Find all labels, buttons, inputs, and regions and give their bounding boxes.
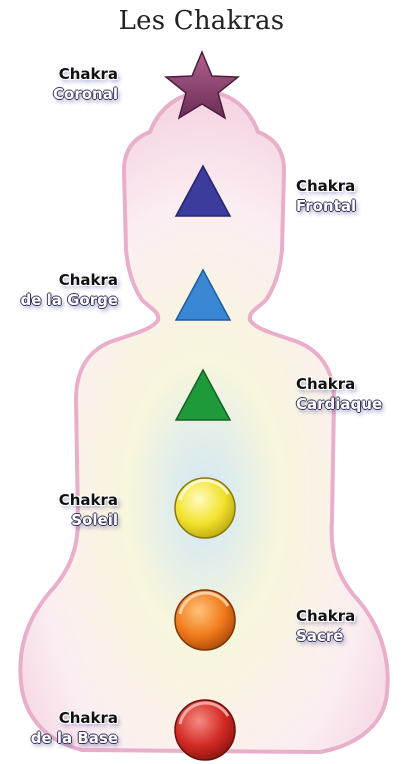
label-line2: Soleil	[20, 510, 118, 530]
label-line1: Chakra	[296, 374, 400, 394]
label-line2: de la Base	[4, 728, 118, 748]
label-line1: Chakra	[20, 64, 118, 84]
label-line1: Chakra	[296, 606, 396, 626]
label-chakra-cardiaque: Chakra Cardiaque	[296, 374, 400, 414]
label-line1: Chakra	[20, 490, 118, 510]
label-chakra-sacre: Chakra Sacré	[296, 606, 396, 646]
label-chakra-de-la-gorge: Chakra de la Gorge	[4, 270, 118, 310]
root-chakra-circle-icon	[175, 700, 235, 760]
label-line1: Chakra	[296, 176, 396, 196]
label-chakra-de-la-base: Chakra de la Base	[4, 708, 118, 748]
sacral-chakra-circle-icon	[175, 590, 235, 650]
label-line2: de la Gorge	[4, 290, 118, 310]
label-chakra-frontal: Chakra Frontal	[296, 176, 396, 216]
label-line2: Cardiaque	[296, 394, 400, 414]
label-line1: Chakra	[4, 708, 118, 728]
label-chakra-soleil: Chakra Soleil	[20, 490, 118, 530]
label-line1: Chakra	[4, 270, 118, 290]
label-chakra-coronal: Chakra Coronal	[20, 64, 118, 104]
label-line2: Coronal	[20, 84, 118, 104]
label-line2: Sacré	[296, 626, 396, 646]
label-line2: Frontal	[296, 196, 396, 216]
solar-plexus-chakra-circle-icon	[175, 478, 235, 538]
